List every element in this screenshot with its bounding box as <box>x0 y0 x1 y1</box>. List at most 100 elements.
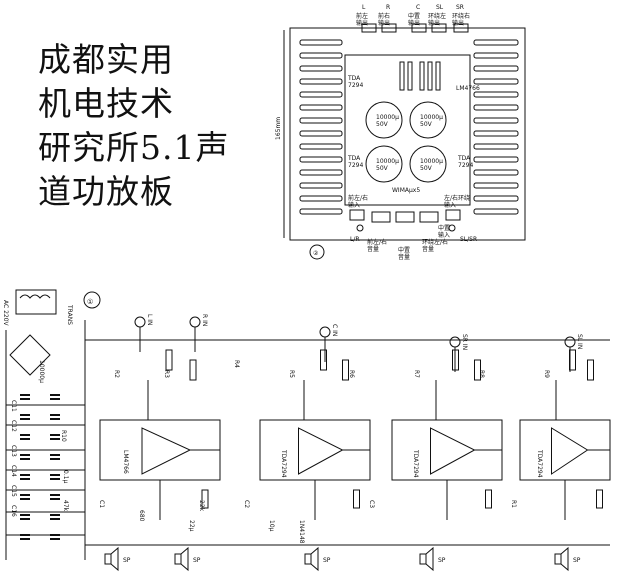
input-jack <box>564 336 576 348</box>
heat-sink-fin <box>473 208 519 215</box>
input-label: SR IN <box>461 334 468 350</box>
resistor <box>353 489 360 509</box>
speaker-icon <box>174 553 182 565</box>
part-label: C2 <box>243 500 250 508</box>
speaker-label: SP <box>323 557 331 564</box>
title-block: 成都实用 机电技术 研究所5.1声 道功放板 <box>38 38 229 214</box>
resistor <box>474 359 481 381</box>
opamp-symbol <box>298 427 344 475</box>
out-name-SL: 环绕左输出 <box>428 12 446 27</box>
speaker-icon <box>419 553 427 565</box>
speaker-icon <box>310 546 319 572</box>
title-line: 机电技术 <box>38 84 174 123</box>
filter-capacitors <box>20 394 60 540</box>
heat-sink-fin <box>473 156 519 163</box>
heat-sink-fin <box>473 104 519 111</box>
speaker-label: SP <box>438 557 446 564</box>
out-code-R: R <box>386 4 390 11</box>
part-label: 22k <box>198 500 205 512</box>
trans-label: TRANS <box>66 304 73 325</box>
bottom-code-right: SL/SR <box>460 236 477 243</box>
inputs-right-label: 左/右环绕输入 <box>444 194 470 209</box>
capacitors <box>365 101 447 183</box>
resistor <box>596 489 603 509</box>
heat-sink-fin <box>299 143 343 150</box>
heat-sink-fin <box>473 169 519 176</box>
input-label: R IN <box>201 314 208 326</box>
heat-sink-fin <box>473 52 519 59</box>
speaker-label: SP <box>193 557 201 564</box>
input-label: L IN <box>146 314 153 326</box>
chip-label: TDA7294 <box>412 449 419 478</box>
chip-label: LM4766 <box>122 450 129 474</box>
speaker-icon <box>110 546 119 572</box>
input-label: SL IN <box>576 334 583 349</box>
fig-marker-1 <box>83 291 101 309</box>
part-label: R7 <box>413 370 420 378</box>
fig-number-2: ② <box>313 250 319 257</box>
resistor <box>587 359 594 381</box>
speakers: SP SP SP SP SP <box>104 546 581 572</box>
out-name-L: 前左输出 <box>356 12 368 27</box>
input-jack <box>134 316 146 328</box>
title-line: 道功放板 <box>38 172 174 211</box>
part-label: R4 <box>233 360 240 368</box>
out-code-SR: SR <box>456 4 464 11</box>
part-label: R9 <box>543 370 550 378</box>
speaker-icon <box>554 553 562 565</box>
part-label: 22μ <box>188 520 195 532</box>
power-label: AC 220V <box>2 300 9 327</box>
speaker-label: SP <box>123 557 131 564</box>
title-line: 成都实用 <box>38 40 174 79</box>
inputs-left-label: 前左/右输入 <box>348 194 368 209</box>
chip-label: TDA7294 <box>536 449 543 478</box>
part-label: 10000μ <box>38 360 45 383</box>
title-line: 研究所5.1声 <box>38 128 230 167</box>
heat-sink-fin <box>473 195 519 202</box>
fig-number-1: ① <box>87 298 93 306</box>
speaker-label: SP <box>573 557 581 564</box>
transformer <box>15 289 57 315</box>
part-label: R1 <box>510 500 517 508</box>
capacitor-1 <box>365 101 403 139</box>
part-label: C14 <box>10 465 17 477</box>
speaker-icon <box>560 546 569 572</box>
part-label: R10 <box>60 430 67 442</box>
part-label: R8 <box>478 370 485 378</box>
part-label: R2 <box>113 370 120 378</box>
resistor <box>342 359 349 381</box>
opamp-symbol <box>141 427 192 475</box>
bridge-rectifier <box>9 334 51 376</box>
heat-sink-fin <box>299 117 343 124</box>
part-label: 10μ <box>268 520 275 532</box>
ic-label-right-top: LM4766 <box>456 85 480 92</box>
part-label: C12 <box>10 420 17 432</box>
part-label: R5 <box>288 370 295 378</box>
heat-sink-fin <box>299 208 343 215</box>
heat-sink-fin <box>473 65 519 72</box>
resistor <box>320 349 327 371</box>
out-name-R: 前右输出 <box>378 12 390 27</box>
capacitor-3 <box>365 145 403 183</box>
out-name-C: 中置输出 <box>408 12 420 27</box>
heat-sink-fin <box>299 156 343 163</box>
heat-sink-fin <box>299 39 343 46</box>
heat-sink-fin <box>473 182 519 189</box>
resistor <box>485 489 492 509</box>
bottom-label-2: 中置音量 <box>398 246 410 261</box>
out-code-C: C <box>416 4 420 11</box>
input-jack <box>319 326 331 338</box>
part-label: C13 <box>10 445 17 457</box>
part-label: C11 <box>10 400 17 412</box>
heat-sink-fin <box>299 195 343 202</box>
speaker-icon <box>104 553 112 565</box>
speaker-icon <box>180 546 189 572</box>
heat-sink-fin <box>473 39 519 46</box>
